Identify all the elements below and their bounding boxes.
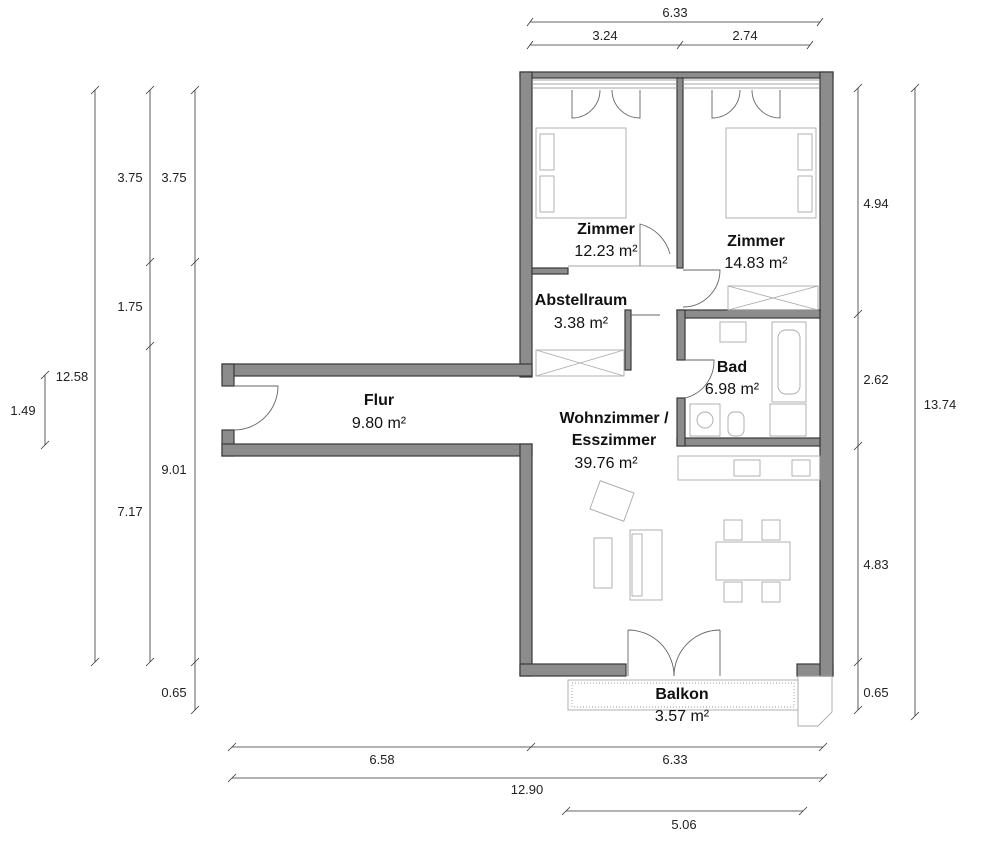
room-area-zimmer-1: 12.23 m² <box>574 243 638 260</box>
dim-right-balkon: 0.65 <box>863 685 888 700</box>
dim-bottom-total: 12.90 <box>511 782 544 797</box>
dim-bottom-balkon: 5.06 <box>671 817 696 832</box>
dim-left-a-bottom: 7.17 <box>117 504 142 519</box>
dim-bottom-right: 6.33 <box>662 752 687 767</box>
dimension-labels: 6.33 3.24 2.74 3.75 3.75 1.75 12.58 1.49… <box>10 5 956 832</box>
furniture <box>535 127 821 603</box>
room-name-zimmer-1: Zimmer <box>577 221 635 238</box>
dim-bottom-left: 6.58 <box>369 752 394 767</box>
dim-right-top: 4.94 <box>863 196 888 211</box>
room-area-balkon: 3.57 m² <box>655 708 710 725</box>
room-name-wohnzimmer-line1: Wohnzimmer / <box>559 410 669 427</box>
dim-right-bottom: 4.83 <box>863 557 888 572</box>
walls <box>221 71 834 677</box>
room-area-zimmer-2: 14.83 m² <box>724 255 788 272</box>
dim-left-b-mid: 9.01 <box>161 462 186 477</box>
dim-left-a-mid: 1.75 <box>117 299 142 314</box>
dim-top-total: 6.33 <box>662 5 687 20</box>
dim-top-left: 3.24 <box>592 28 617 43</box>
dim-left-b-bottom: 0.65 <box>161 685 186 700</box>
doors <box>233 89 781 677</box>
room-name-flur: Flur <box>364 392 394 409</box>
dim-left-b-top: 3.75 <box>161 170 186 185</box>
balcony <box>567 675 833 727</box>
room-labels: Zimmer 12.23 m² Zimmer 14.83 m² Abstellr… <box>352 221 788 725</box>
dim-left-outer-total: 12.58 <box>56 369 89 384</box>
room-name-wohnzimmer-line2: Esszimmer <box>572 432 657 449</box>
dim-left-a-top: 3.75 <box>117 170 142 185</box>
dim-right-mid: 2.62 <box>863 372 888 387</box>
room-area-bad: 6.98 m² <box>705 381 760 398</box>
dimension-lines <box>40 17 920 816</box>
room-name-bad: Bad <box>717 359 747 376</box>
room-area-wohnzimmer: 39.76 m² <box>574 455 638 472</box>
room-name-zimmer-2: Zimmer <box>727 233 785 250</box>
dim-right-total: 13.74 <box>924 397 957 412</box>
room-area-abstellraum: 3.38 m² <box>554 315 609 332</box>
room-name-abstellraum: Abstellraum <box>535 292 627 309</box>
dim-top-right: 2.74 <box>732 28 757 43</box>
room-name-balkon: Balkon <box>655 686 708 703</box>
dim-left-flur-depth: 1.49 <box>10 403 35 418</box>
room-area-flur: 9.80 m² <box>352 415 407 432</box>
windows <box>532 79 820 89</box>
